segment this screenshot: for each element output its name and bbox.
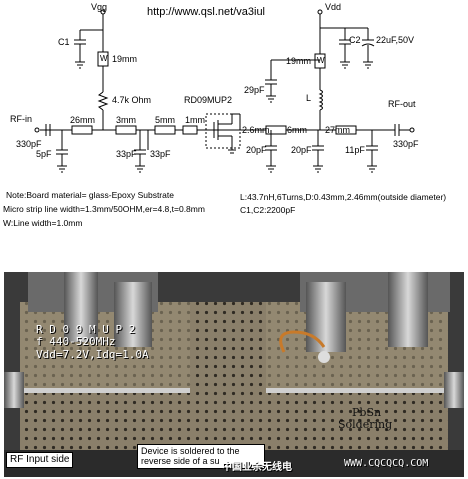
device-label: RD09MUP2 bbox=[184, 95, 233, 105]
rf-out-label: RF-out bbox=[388, 99, 416, 109]
c-in-label: 330pF bbox=[16, 139, 42, 149]
vdd-label: Vdd bbox=[325, 2, 342, 12]
board-text-line1: R D 0 9 M U P 2 bbox=[36, 323, 136, 336]
w-drain-label: W bbox=[317, 56, 325, 65]
schematic-wires bbox=[34, 9, 415, 173]
c5-label: 5pF bbox=[36, 149, 52, 159]
vgg-label: Vgg bbox=[91, 2, 108, 12]
line-6mm: 6mm bbox=[287, 125, 307, 135]
line-5mm: 5mm bbox=[155, 115, 175, 125]
c20a-label: 20pF bbox=[246, 145, 267, 155]
c20b-label: 20pF bbox=[291, 145, 312, 155]
rf-input-side-label: RF Input side bbox=[6, 452, 74, 468]
bulk-cap-label: 22uF,50V bbox=[376, 35, 415, 45]
watermark-cn: 中国业余无线电 bbox=[222, 462, 292, 473]
line-1mm: 1mm bbox=[185, 115, 205, 125]
c2-label: C2 bbox=[349, 35, 361, 45]
c1-label: C1 bbox=[58, 37, 70, 47]
w-drain-length: 19mm bbox=[286, 56, 312, 66]
schematic: http://www.qsl.net/va3iul Vgg Vdd C1 W 1… bbox=[3, 2, 447, 228]
line-27mm: 27mm bbox=[325, 125, 351, 135]
pbsn-line2: Soldering bbox=[338, 418, 393, 431]
source-url: http://www.qsl.net/va3iul bbox=[147, 6, 266, 18]
rf-input-side-text: RF Input side bbox=[10, 454, 70, 465]
c11-label: 11pF bbox=[345, 145, 365, 155]
note-c1c2: C1,C2:2200pF bbox=[240, 205, 296, 215]
inductor-label: L bbox=[306, 93, 312, 103]
line-3mm: 3mm bbox=[116, 115, 136, 125]
device-note-line1: Device is soldered to the bbox=[141, 446, 240, 456]
line-26mm: 26mm bbox=[70, 115, 96, 125]
rf-in-label: RF-in bbox=[10, 114, 32, 124]
note-line-width: W:Line width=1.0mm bbox=[3, 218, 83, 228]
pcb-photo: R D 0 9 M U P 2 f 440-520MHz Vdd=7.2V,Id… bbox=[4, 272, 464, 477]
c33a-label: 33pF bbox=[116, 149, 137, 159]
board-text-line3: Vdd=7.2V,Idq=1.0A bbox=[36, 348, 149, 361]
device-note-line2: reverse side of a su bbox=[141, 456, 220, 467]
line-2.6mm: 2.6mm bbox=[242, 125, 270, 135]
note-inductor: L:43.7nH,6Turns,D:0.43mm,2.46mm(outside … bbox=[240, 192, 447, 202]
c33b-label: 33pF bbox=[150, 149, 171, 159]
board-text-line2: f 440-520MHz bbox=[36, 335, 116, 348]
note-microstrip: Micro strip line width=1.3mm/50OHM,er=4.… bbox=[3, 204, 205, 214]
pbsn-line1: PbSn bbox=[352, 406, 382, 419]
note-board: Note:Board material= glass-Epoxy Substra… bbox=[6, 190, 174, 200]
c29-label: 29pF bbox=[244, 85, 265, 95]
w-gate-label: W bbox=[100, 54, 108, 63]
r-bias-label: 4.7k Ohm bbox=[112, 95, 152, 105]
device-note-box: Device is soldered to the reverse side o… bbox=[137, 444, 265, 469]
watermark-url: WWW.CQCQCQ.COM bbox=[344, 458, 429, 469]
c-out-label: 330pF bbox=[393, 139, 419, 149]
w-gate-length: 19mm bbox=[112, 54, 138, 64]
pcb-drawing bbox=[4, 272, 464, 477]
